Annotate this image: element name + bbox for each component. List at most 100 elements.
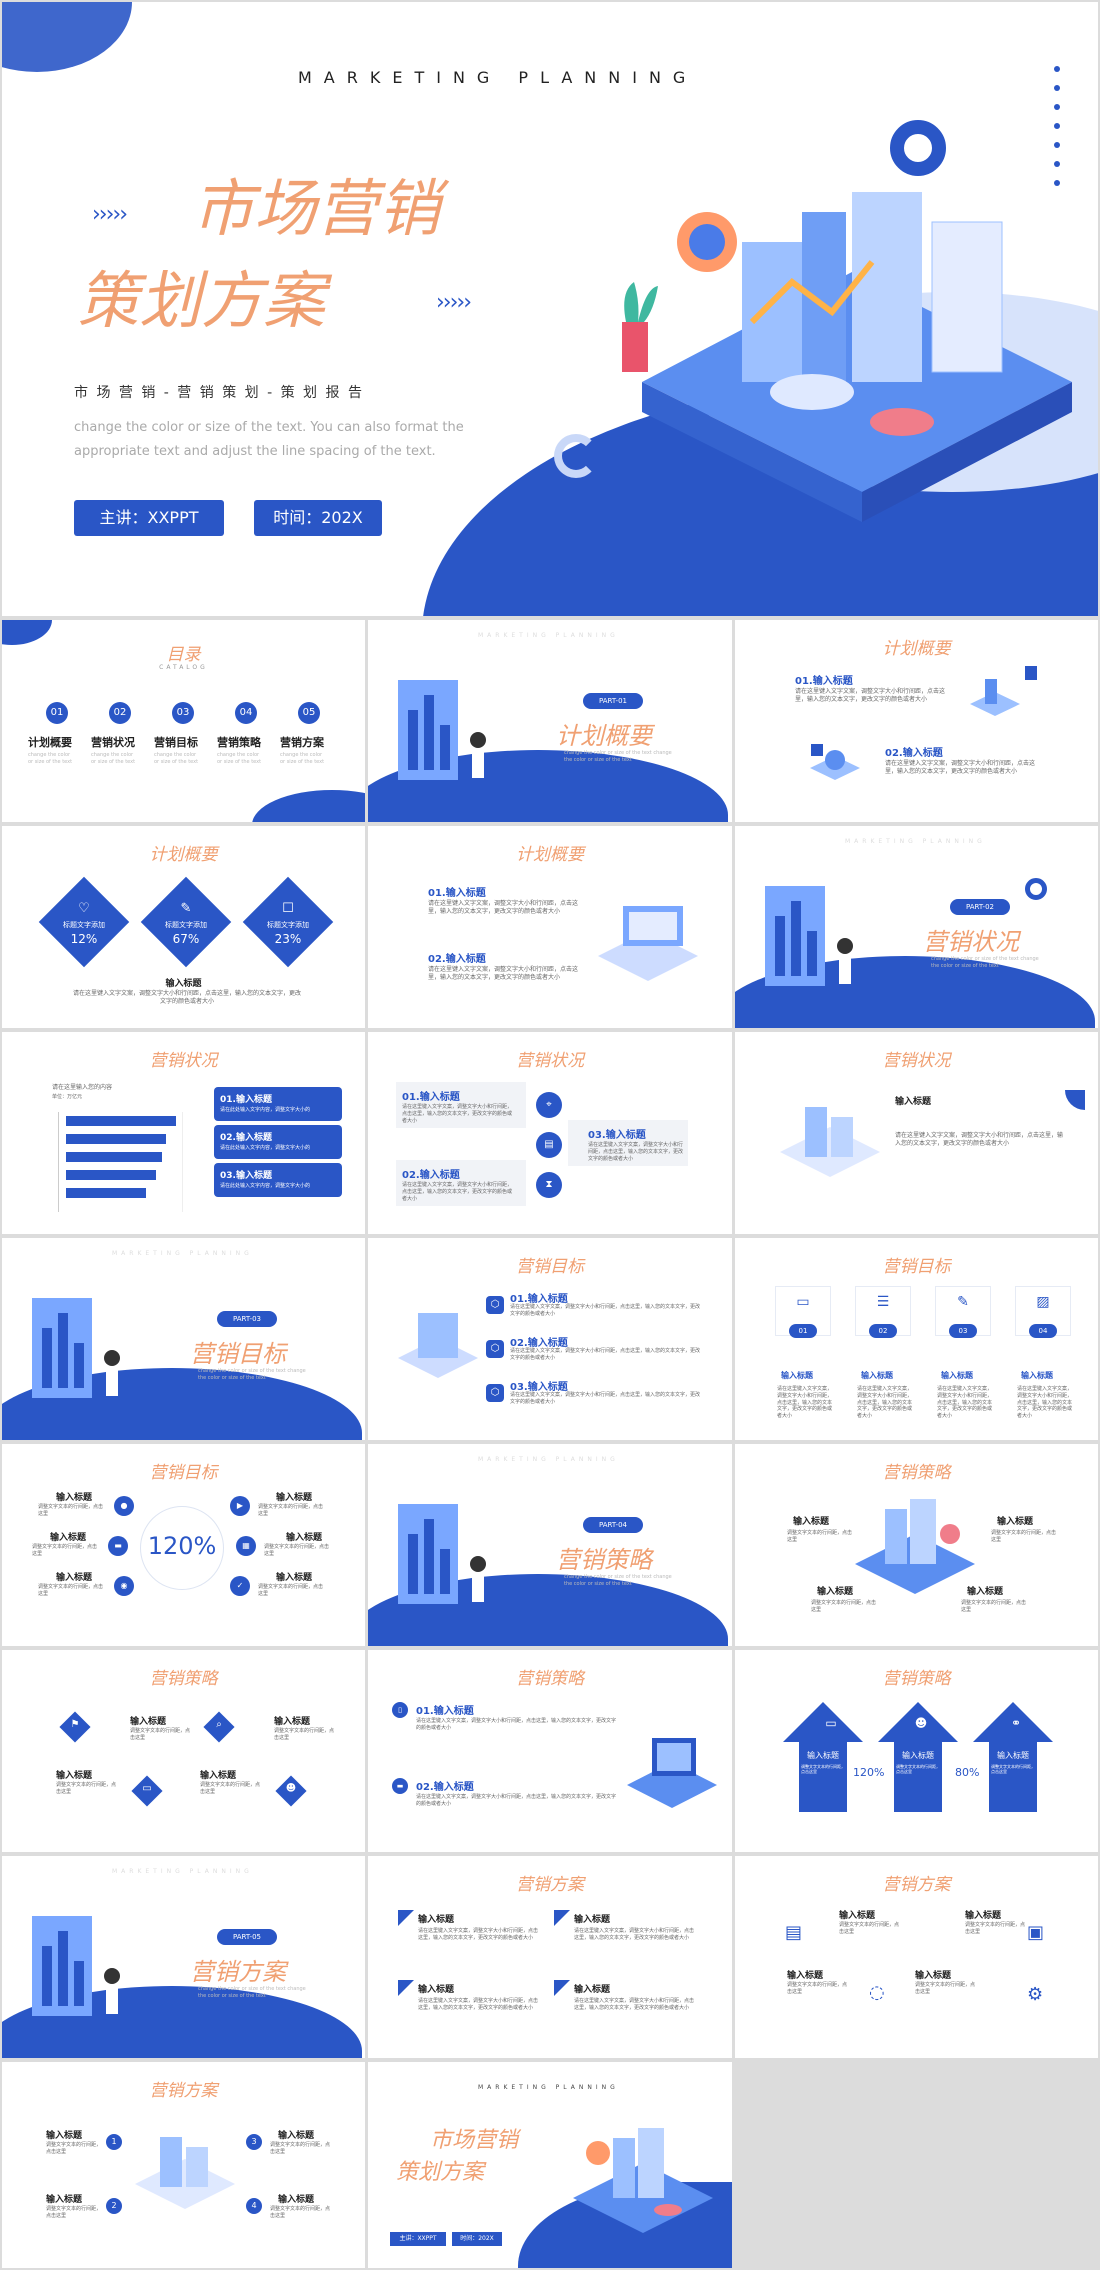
cover-desc-1: change the color or size of the text. Yo… <box>74 420 464 435</box>
slide-status-3[interactable]: 营销状况 输入标题 请在这里键入文字文案，调整文字大小和行间距，点击这里，输入您… <box>735 1032 1098 1234</box>
phone-icon: ▯ <box>392 1702 408 1718</box>
card-icon: ▭ <box>825 1716 837 1730</box>
catalog-title: 目录 <box>166 645 201 665</box>
catalog-num: 03 <box>172 702 194 724</box>
calendar-icon: ▦ <box>236 1536 256 1556</box>
hourglass-icon: ⧗ <box>536 1172 562 1198</box>
slide-plan-2[interactable]: 计划概要 ♡ ✎ ☐ 标题文字添加 标题文字添加 标题文字添加 12% 67% … <box>2 826 365 1028</box>
part-title: 计划概要 <box>556 722 652 750</box>
part-badge: PART-01 <box>583 693 643 709</box>
cover-top-title: MARKETING PLANNING <box>298 68 698 87</box>
users-icon: ☻ <box>914 1716 928 1730</box>
part-title: 营销目标 <box>190 1340 286 1368</box>
catalog-item-label[interactable]: 计划概要 <box>28 736 72 749</box>
slide-part-02[interactable]: MARKETING PLANNING PART-02 营销状况 change t… <box>735 826 1098 1028</box>
chevrons-icon: ››››› <box>92 202 128 227</box>
time-badge: 时间：202X <box>254 500 382 536</box>
isometric-illustration <box>627 1738 717 1808</box>
isometric-illustration <box>398 1313 478 1378</box>
slide-plan-scheme-1[interactable]: 营销方案 输入标题 请在这里键入文字文案，调整文字大小和行间距，点击这里，输入您… <box>368 1856 732 2058</box>
cover-title-line1: 市场营销 <box>192 172 441 245</box>
chart-bar <box>66 1116 176 1126</box>
slide-strategy-3[interactable]: 营销策略 ▯ ▬ 01.输入标题 请在这里键入文字文案，调整文字大小和行间距，点… <box>368 1650 732 1852</box>
slide-strategy-4[interactable]: 营销策略 ▭ ☻ ⚭ 输入标题 输入标题 输入标题 调整文字文本的行间距，点击这… <box>735 1650 1098 1852</box>
chart-bar <box>66 1152 162 1162</box>
play-icon: ▶ <box>230 1496 250 1516</box>
lightbulb-icon: ◌ <box>869 1982 885 2003</box>
slide-part-05[interactable]: MARKETING PLANNING PART-05 营销方案 change t… <box>2 1856 365 2058</box>
slide-status-chart[interactable]: 营销状况 请在这里输入您的内容 单位：万亿元 01.输入标题 02.输入标题 0… <box>2 1032 365 1234</box>
cover-subtitle: 市 场 营 销 - 营 销 策 划 - 策 划 报 告 <box>74 385 364 401</box>
cover-slide[interactable]: MARKETING PLANNING ››››› 市场营销 策划方案 ›››››… <box>2 2 1098 616</box>
part-title: 营销策略 <box>556 1546 652 1574</box>
isometric-illustration <box>135 2137 235 2209</box>
part-badge: PART-02 <box>950 899 1010 915</box>
part-badge: PART-05 <box>217 1929 277 1945</box>
list-icon: ☰ <box>876 1294 890 1310</box>
chat-icon: ◉ <box>114 1576 134 1596</box>
heart-icon: ♡ <box>78 901 90 916</box>
check-icon: ✓ <box>230 1576 250 1596</box>
isometric-icon <box>810 750 860 780</box>
person-chart-illustration <box>398 680 486 780</box>
slide-status-flow[interactable]: 营销状况 01.输入标题 请在这里键入文字文案，调整文字大小和行间距，点击这里，… <box>368 1032 732 1234</box>
catalog-item-label[interactable]: 营销策略 <box>217 736 261 749</box>
car-icon: ▬ <box>392 1778 408 1794</box>
slide-plan-1[interactable]: 计划概要 01.输入标题 请在这里键入文字文案，调整文字大小和行间距，点击这里，… <box>735 620 1098 822</box>
gear-icon: ⚙ <box>1027 1984 1044 2005</box>
slide-goal-3[interactable]: 营销目标 120% ● ▬ ◉ ▶ ▦ ✓ 输入标题 输入标题 输入标题 输入标… <box>2 1444 365 1646</box>
part-title: 营销方案 <box>190 1958 286 1986</box>
slide-goal-1[interactable]: 营销目标 ⬡ ⬡ ⬡ 01.输入标题 请在这里键入文字文案，调整文字大小和行间距… <box>368 1238 732 1440</box>
catalog-num: 05 <box>298 702 320 724</box>
slide-strategy-1[interactable]: 营销策略 输入标题 调整文字文本的行间距，点击这里 输入标题 调整文字文本的行间… <box>735 1444 1098 1646</box>
person-chart-illustration <box>32 1916 120 2016</box>
slide-plan-scheme-2[interactable]: 营销方案 ▤ ◌ ▣ ⚙ 输入标题 调整文字文本的行间距，点击这里 输入标题 调… <box>735 1856 1098 2058</box>
inbox-icon: ▣ <box>1027 1922 1045 1943</box>
part-badge: PART-03 <box>217 1311 277 1327</box>
cover-title-line2: 策划方案 <box>77 264 326 337</box>
laptop-icon: ▭ <box>796 1294 810 1310</box>
part-badge: PART-04 <box>583 1517 643 1533</box>
isometric-illustration <box>855 1499 975 1594</box>
cover-dots <box>1054 60 1062 193</box>
hex-icon: ⬡ <box>486 1340 504 1358</box>
slide-strategy-2[interactable]: 营销策略 ⚑ ⌕ ▭ ☻ 输入标题 调整文字文本的行间距，点击这里 输入标题 调… <box>2 1650 365 1852</box>
search-icon: ⌕ <box>216 1719 222 1730</box>
hex-icon: ⬡ <box>486 1296 504 1314</box>
cover-blob <box>2 2 132 72</box>
folder-icon: ▬ <box>108 1536 128 1556</box>
isometric-icon <box>970 679 1020 716</box>
edit-icon: ✎ <box>180 901 192 916</box>
isometric-illustration <box>780 1107 880 1177</box>
slide-plan-scheme-3[interactable]: 营销方案 1 2 3 4 输入标题 调整文字文本的行间距，点击这里 输入标题 调… <box>2 2062 365 2268</box>
isometric-illustration <box>622 192 1072 522</box>
person-chart-illustration <box>765 886 853 986</box>
ring-icon <box>1025 878 1047 900</box>
catalog-num: 04 <box>235 702 257 724</box>
slide-part-03[interactable]: MARKETING PLANNING PART-03 营销目标 change t… <box>2 1238 365 1440</box>
chart-bar <box>66 1134 166 1144</box>
catalog-item-label[interactable]: 营销方案 <box>280 736 324 749</box>
slide-catalog[interactable]: 目录 CATALOG 01 02 03 04 05 计划概要 营销状况 营销目标… <box>2 620 365 822</box>
catalog-item-label[interactable]: 营销目标 <box>154 736 198 749</box>
slide-plan-3[interactable]: 计划概要 01.输入标题 请在这里键入文字文案，调整文字大小和行间距，点击这里，… <box>368 826 732 1028</box>
catalog-num: 02 <box>109 702 131 724</box>
chat-icon: ☐ <box>282 901 294 916</box>
slide-end[interactable]: MARKETING PLANNING 市场营销 策划方案 主讲：XXPPT 时间… <box>368 2062 732 2268</box>
bookmark-icon <box>1025 666 1037 680</box>
chart-bar <box>66 1170 156 1180</box>
slide-part-04[interactable]: MARKETING PLANNING PART-04 营销策略 change t… <box>368 1444 732 1646</box>
catalog-num: 01 <box>46 702 68 724</box>
user-icon: ● <box>114 1496 134 1516</box>
laptop-icon: ▭ <box>142 1783 152 1794</box>
catalog-item-label[interactable]: 营销状况 <box>91 736 135 749</box>
slide-part-01[interactable]: MARKETING PLANNING PART-01 计划概要 change t… <box>368 620 732 822</box>
rocket-icon: ⚑ <box>70 1719 80 1730</box>
edit-icon: ✎ <box>957 1294 969 1310</box>
slide-goal-2[interactable]: 营销目标 ▭ ☰ ✎ ▨ 01 02 03 04 输入标题 输入标题 输入标题 … <box>735 1238 1098 1440</box>
catalog-subtitle: CATALOG <box>159 664 208 671</box>
link-icon: ⚭ <box>1010 1716 1022 1730</box>
cover-desc-2: appropriate text and adjust the line spa… <box>74 444 436 459</box>
person-chart-illustration <box>32 1298 120 1398</box>
